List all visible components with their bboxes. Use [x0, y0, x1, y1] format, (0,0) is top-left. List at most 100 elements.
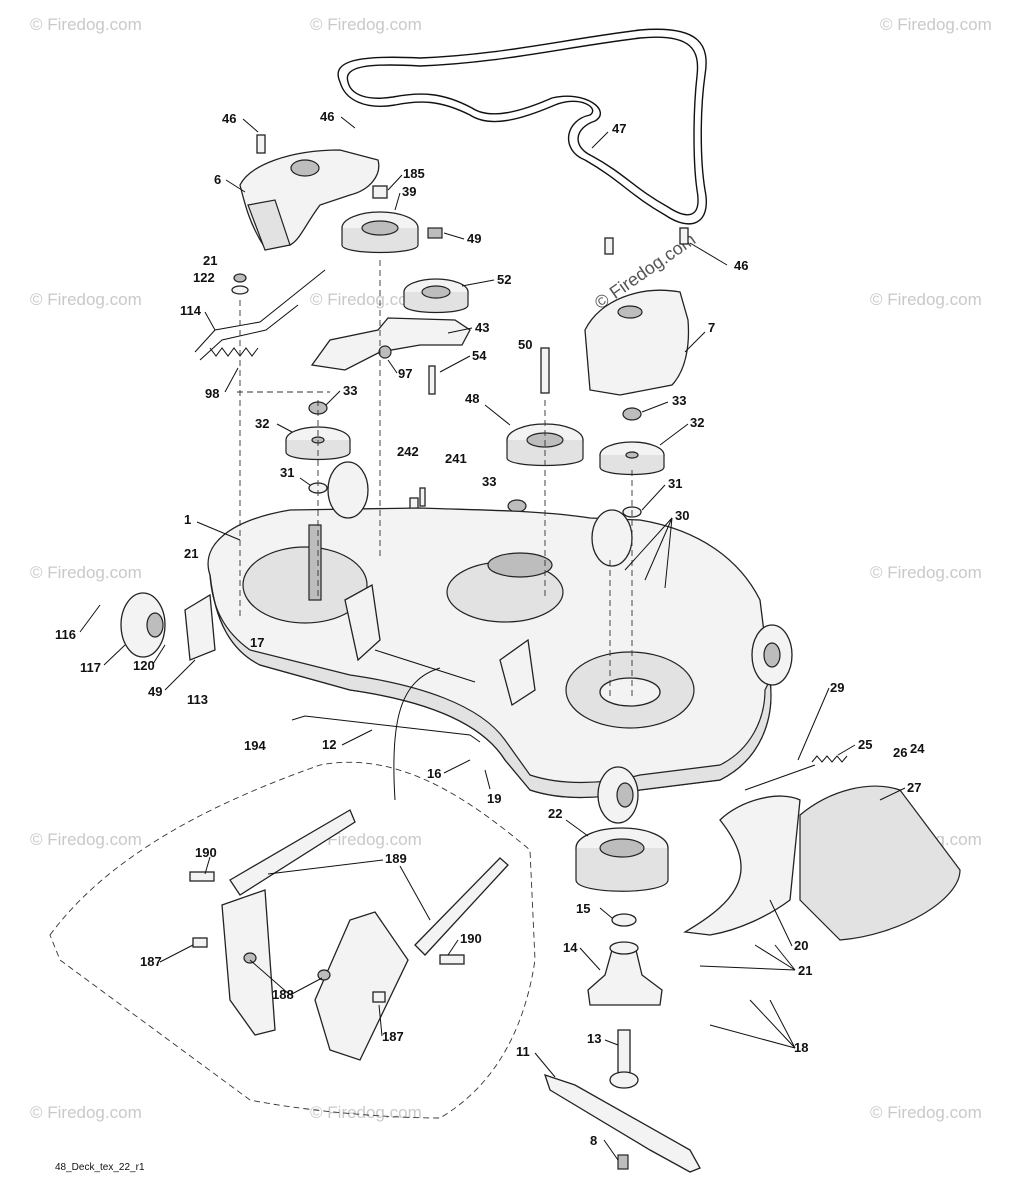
- spring-25: [811, 755, 848, 763]
- callout-33: 33: [672, 393, 686, 408]
- callout-14: 14: [563, 940, 578, 955]
- watermark: © Firedog.com: [880, 15, 992, 34]
- callout-26: 26: [893, 745, 907, 760]
- callout-241: 241: [445, 451, 467, 466]
- watermark: © Firedog.com: [30, 15, 142, 34]
- deck-arrow-curve: [393, 667, 441, 801]
- anti-scalp-wheels: [120, 461, 793, 824]
- rod-12: [291, 715, 481, 743]
- callout-17: 17: [250, 635, 264, 650]
- callout-31: 31: [280, 465, 294, 480]
- idler-pulley-52: [403, 227, 469, 314]
- bolt-54: [428, 365, 436, 395]
- diagram-caption: 48_Deck_tex_22_r1: [55, 1162, 145, 1173]
- callout-49: 49: [467, 231, 481, 246]
- callout-30: 30: [675, 508, 689, 523]
- watermark: © Firedog.com: [870, 1103, 982, 1122]
- callout-97: 97: [398, 366, 412, 381]
- callout-98: 98: [205, 386, 219, 401]
- cover-6: [239, 134, 380, 251]
- callout-25: 25: [858, 737, 872, 752]
- cover-7: [584, 227, 690, 396]
- spindle-assembly: [543, 827, 701, 1173]
- hardware-small: [231, 273, 642, 523]
- callout-21: 21: [184, 546, 198, 561]
- callout-43: 43: [475, 320, 489, 335]
- callout-54: 54: [472, 348, 487, 363]
- callout-122: 122: [193, 270, 215, 285]
- spindle-pulley-32-right: [599, 441, 665, 476]
- centerlines: [237, 260, 633, 700]
- callout-33: 33: [343, 383, 357, 398]
- callout-188: 188: [272, 987, 294, 1002]
- callout-15: 15: [576, 901, 590, 916]
- callout-189: 189: [385, 851, 407, 866]
- watermark: © Firedog.com: [310, 830, 422, 849]
- callout-48: 48: [465, 391, 479, 406]
- callout-46: 46: [734, 258, 748, 273]
- callout-114: 114: [180, 303, 202, 318]
- callout-187: 187: [382, 1029, 404, 1044]
- spindle-pulley-32-left: [285, 426, 351, 461]
- rod-29: [744, 764, 816, 791]
- callout-13: 13: [587, 1031, 601, 1046]
- callouts: 46 46 46 6 185 39 47 49 52 21 122 114 43…: [55, 109, 925, 1148]
- callout-12: 12: [322, 737, 336, 752]
- watermark: © Firedog.com: [30, 830, 142, 849]
- callout-18: 18: [794, 1040, 808, 1055]
- callout-190: 190: [460, 931, 482, 946]
- callout-19: 19: [487, 791, 501, 806]
- callout-242: 242: [397, 444, 419, 459]
- callout-52: 52: [497, 272, 511, 287]
- callout-46: 46: [222, 111, 236, 126]
- callout-8: 8: [590, 1133, 597, 1148]
- spring-98: [209, 347, 259, 357]
- callout-1: 1: [184, 512, 191, 527]
- callout-11: 11: [516, 1044, 530, 1059]
- callout-32: 32: [690, 415, 704, 430]
- watermark: © Firedog.com: [310, 15, 422, 34]
- callout-24: 24: [910, 741, 925, 756]
- callout-32: 32: [255, 416, 269, 431]
- callout-27: 27: [907, 780, 921, 795]
- discharge-chute-27: [799, 785, 961, 941]
- callout-33: 33: [482, 474, 496, 489]
- callout-29: 29: [830, 680, 844, 695]
- callout-46: 46: [320, 109, 334, 124]
- deck-arrow: [374, 649, 476, 683]
- bolt-50: [540, 347, 550, 394]
- belt-47: [337, 28, 707, 225]
- callout-31: 31: [668, 476, 682, 491]
- callout-47: 47: [612, 121, 626, 136]
- callout-194: 194: [244, 738, 266, 753]
- callout-39: 39: [402, 184, 416, 199]
- callout-7: 7: [708, 320, 715, 335]
- idler-bracket-43: [310, 317, 471, 371]
- watermark: © Firedog.com: [30, 290, 142, 309]
- callout-49: 49: [148, 684, 162, 699]
- callout-185: 185: [403, 166, 425, 181]
- watermark: © Firedog.com: [30, 563, 142, 582]
- lift-link-inset: [49, 761, 536, 1119]
- callout-21: 21: [798, 963, 812, 978]
- watermark: © Firedog.com: [30, 1103, 142, 1122]
- watermark: © Firedog.com: [870, 290, 982, 309]
- callout-21: 21: [203, 253, 217, 268]
- callout-22: 22: [548, 806, 562, 821]
- chute-deflector-20: [682, 795, 801, 936]
- watermark: © Firedog.com: [310, 1103, 422, 1122]
- callout-6: 6: [214, 172, 221, 187]
- callout-120: 120: [133, 658, 155, 673]
- callout-16: 16: [427, 766, 441, 781]
- callout-20: 20: [794, 938, 808, 953]
- callout-117: 117: [80, 660, 101, 675]
- deck-housing-1: [184, 507, 772, 799]
- callout-190: 190: [195, 845, 217, 860]
- callout-113: 113: [187, 692, 208, 707]
- watermark: © Firedog.com: [310, 290, 422, 309]
- watermark: © Firedog.com: [870, 563, 982, 582]
- leader-lines: [79, 116, 906, 1161]
- callout-116: 116: [55, 627, 76, 642]
- callout-187: 187: [140, 954, 162, 969]
